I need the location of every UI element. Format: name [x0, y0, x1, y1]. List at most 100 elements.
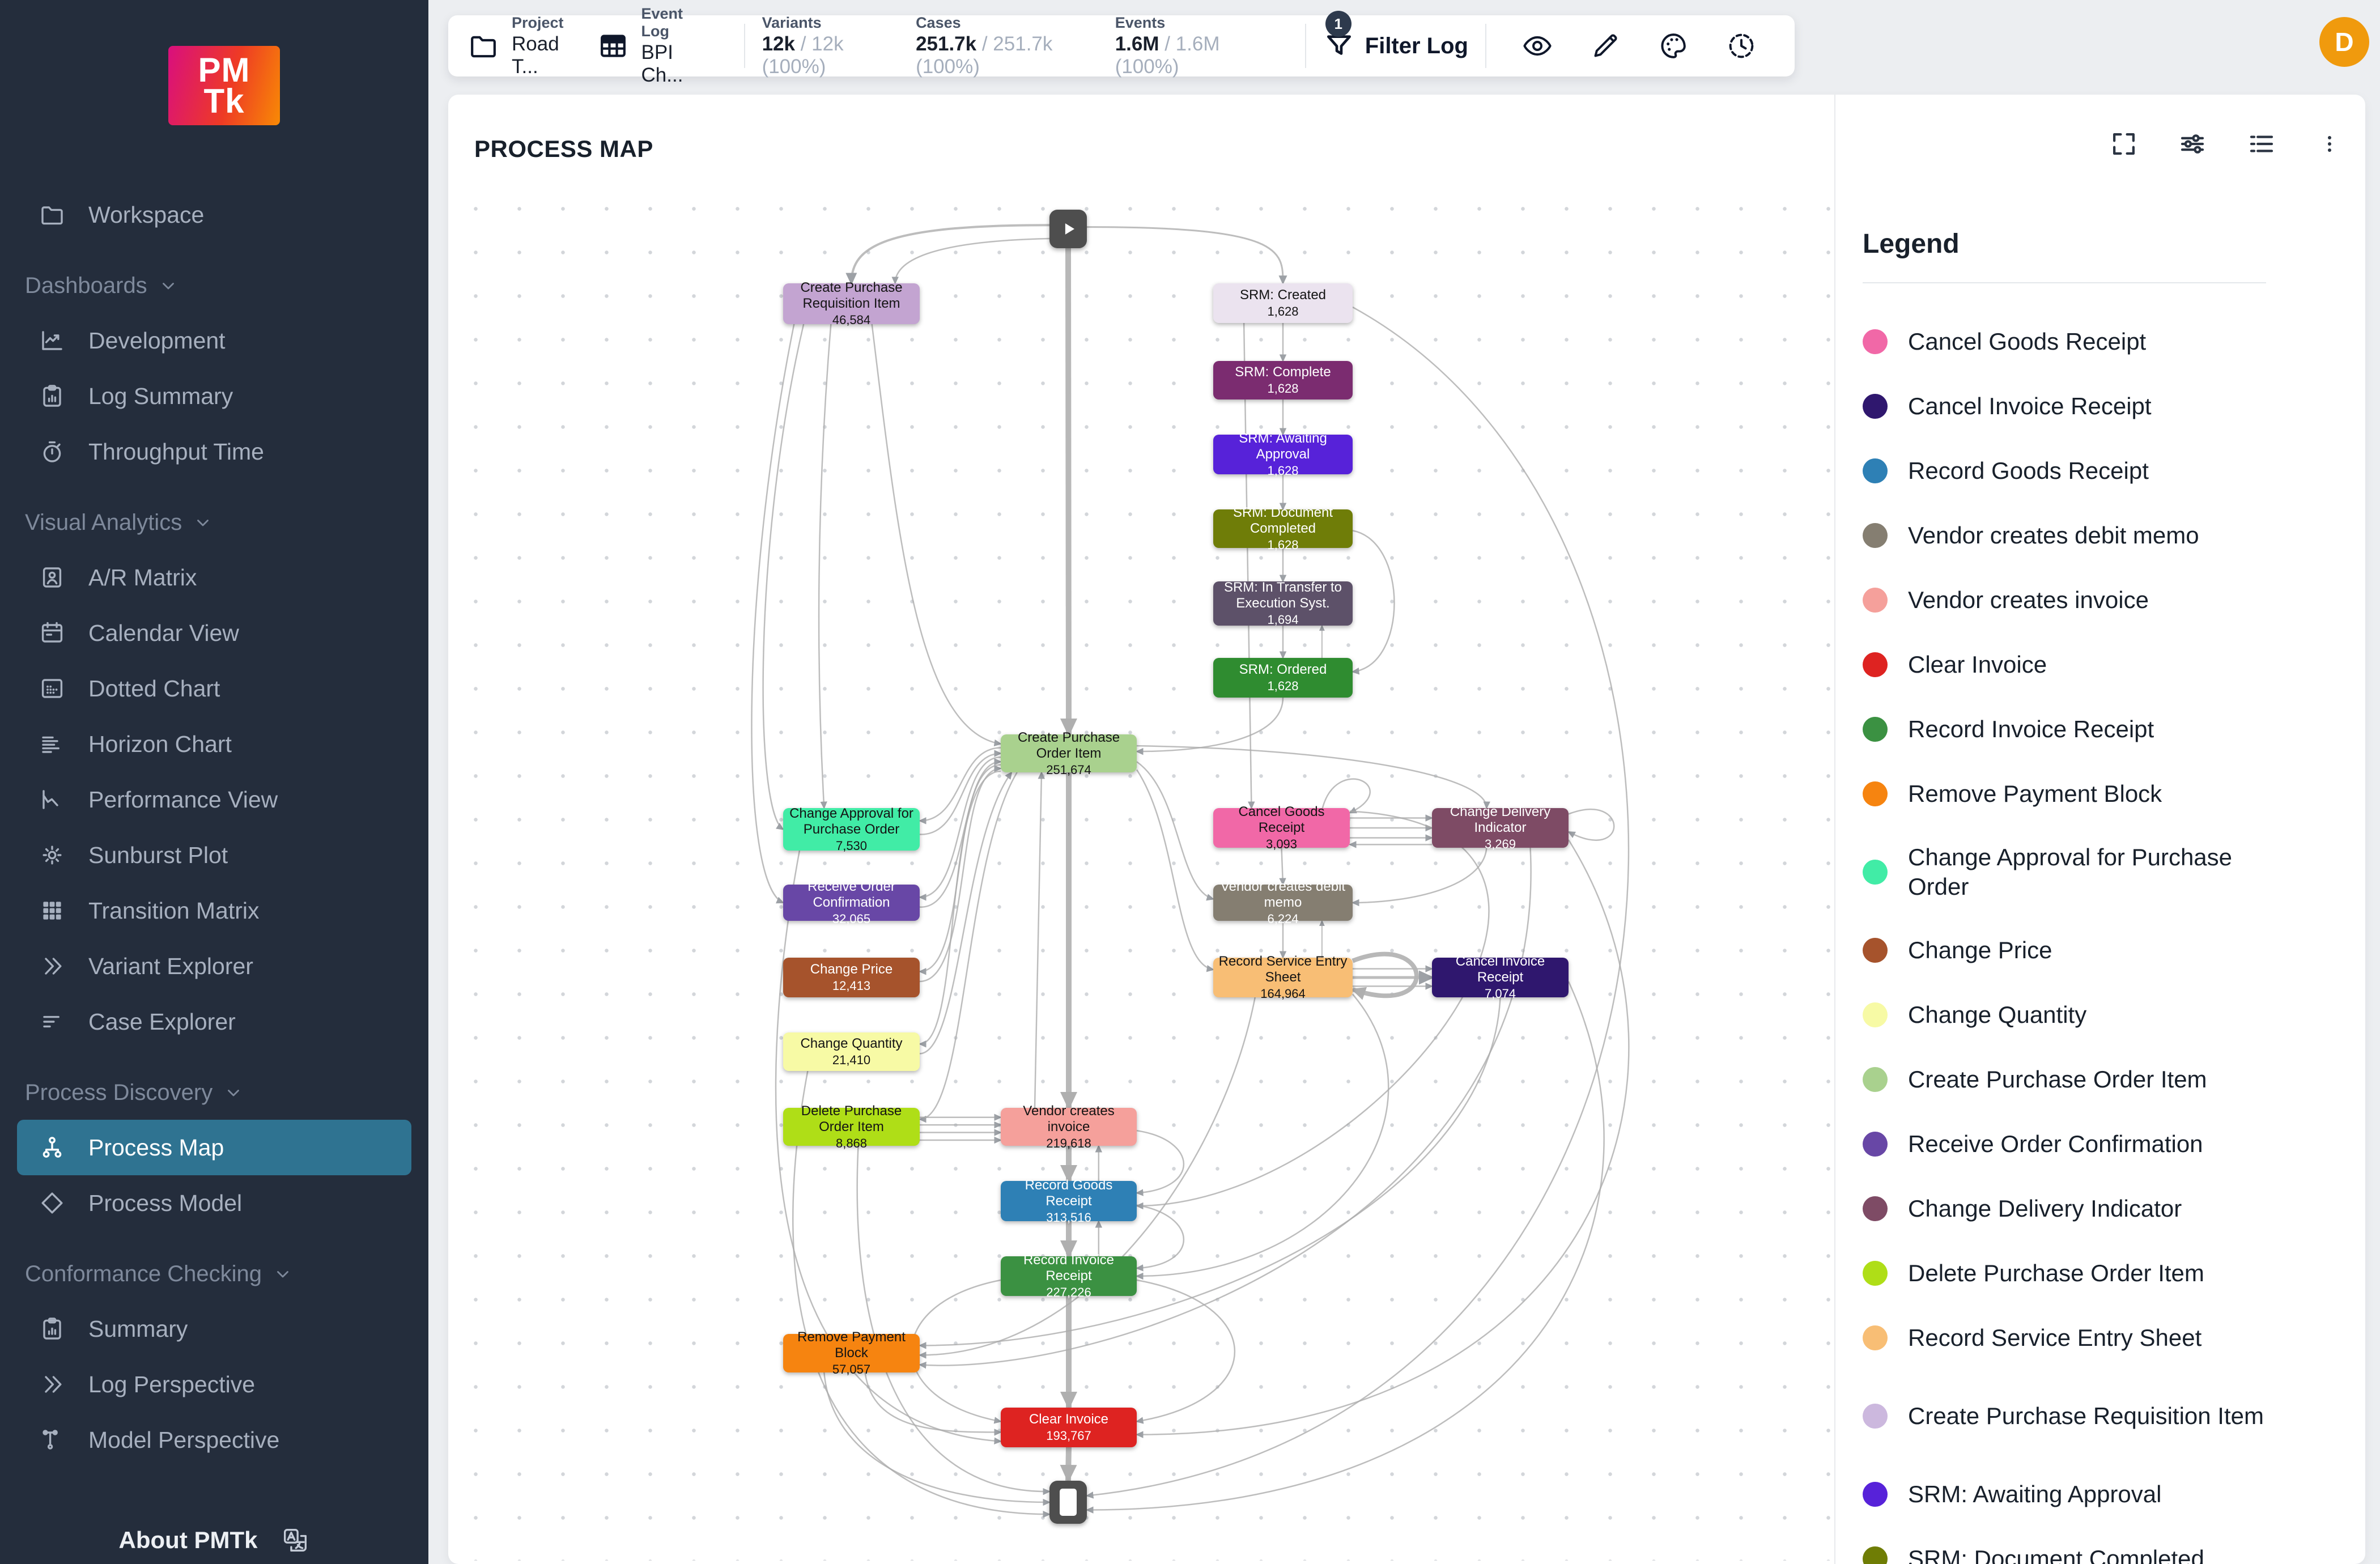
- node-label: Record Service Entry Sheet: [1218, 954, 1348, 985]
- legend-item-srm-document-completed[interactable]: SRM: Document Completed: [1863, 1527, 2348, 1564]
- node-count: 219,618: [1046, 1136, 1091, 1150]
- legend-item-record-service-entry-sheet[interactable]: Record Service Entry Sheet: [1863, 1306, 2348, 1370]
- legend-item-srm-awaiting-approval[interactable]: SRM: Awaiting Approval: [1863, 1462, 2348, 1527]
- list-button[interactable]: [2246, 129, 2277, 159]
- about-pmtk[interactable]: About PMTk: [0, 1523, 428, 1557]
- sidebar-item-sunburst-plot[interactable]: Sunburst Plot: [17, 827, 411, 883]
- event-log-selector[interactable]: Event Log BPI Ch...: [597, 5, 702, 87]
- palette-button[interactable]: [1658, 30, 1689, 62]
- sidebar-item-dotted-chart[interactable]: Dotted Chart: [17, 661, 411, 716]
- sidebar-item-development[interactable]: Development: [17, 313, 411, 368]
- legend-item-delete-purchase-order-item[interactable]: Delete Purchase Order Item: [1863, 1241, 2348, 1306]
- more-options-button[interactable]: [2318, 129, 2341, 159]
- sidebar-item-variant-explorer[interactable]: Variant Explorer: [17, 938, 411, 994]
- start-node[interactable]: [1049, 210, 1087, 248]
- legend-item-record-goods-receipt[interactable]: Record Goods Receipt: [1863, 439, 2348, 503]
- legend-swatch: [1863, 1546, 1888, 1564]
- user-avatar[interactable]: D: [2319, 17, 2369, 67]
- pmtk-logo[interactable]: PM Tk: [168, 46, 280, 125]
- legend-item-create-purchase-requisition-item[interactable]: Create Purchase Requisition Item: [1863, 1370, 2348, 1462]
- legend-item-cancel-invoice-receipt[interactable]: Cancel Invoice Receipt: [1863, 374, 2348, 439]
- legend-item-change-approval-for-purchase-order[interactable]: Change Approval for Purchase Order: [1863, 826, 2348, 918]
- project-label: Project: [512, 14, 564, 31]
- fullscreen-button[interactable]: [2109, 129, 2139, 159]
- sidebar-item-calendar-view[interactable]: Calendar View: [17, 605, 411, 661]
- legend-item-change-price[interactable]: Change Price: [1863, 918, 2348, 983]
- legend-item-remove-payment-block[interactable]: Remove Payment Block: [1863, 762, 2348, 826]
- section-header-visual-analytics[interactable]: Visual Analytics: [0, 495, 428, 550]
- sidebar-item-case-explorer[interactable]: Case Explorer: [17, 994, 411, 1049]
- clock-button[interactable]: [1726, 30, 1757, 62]
- translate-icon[interactable]: [281, 1526, 309, 1554]
- project-selector[interactable]: Project Road T...: [468, 14, 572, 78]
- sidebar-item-throughput-time[interactable]: Throughput Time: [17, 424, 411, 479]
- eye-button[interactable]: [1522, 30, 1553, 62]
- legend-item-change-delivery-indicator[interactable]: Change Delivery Indicator: [1863, 1176, 2348, 1241]
- node-label: SRM: Document Completed: [1232, 505, 1333, 537]
- section-header-conformance-checking[interactable]: Conformance Checking: [0, 1247, 428, 1301]
- node-count: 1,694: [1267, 613, 1299, 627]
- legend-item-record-invoice-receipt[interactable]: Record Invoice Receipt: [1863, 697, 2348, 762]
- sidebar-item-a-r-matrix[interactable]: A/R Matrix: [17, 550, 411, 605]
- dotted-chart-icon: [39, 675, 66, 702]
- legend-item-change-quantity[interactable]: Change Quantity: [1863, 983, 2348, 1047]
- sidebar-item-model-perspective[interactable]: Model Perspective: [17, 1412, 411, 1468]
- id-card-icon: [39, 564, 66, 591]
- sidebar-item-log-perspective[interactable]: Log Perspective: [17, 1357, 411, 1412]
- section-header-process-discovery[interactable]: Process Discovery: [0, 1065, 428, 1120]
- legend-swatch: [1863, 1404, 1888, 1429]
- sidebar-item-horizon-chart[interactable]: Horizon Chart: [17, 716, 411, 772]
- legend-item-cancel-goods-receipt[interactable]: Cancel Goods Receipt: [1863, 309, 2348, 374]
- legend-item-clear-invoice[interactable]: Clear Invoice: [1863, 632, 2348, 697]
- section-header-dashboards[interactable]: Dashboards: [0, 258, 428, 313]
- case-lines-icon: [39, 1008, 66, 1035]
- legend-label: Change Quantity: [1908, 1001, 2087, 1028]
- sidebar-item-process-model[interactable]: Process Model: [17, 1175, 411, 1231]
- legend-item-create-purchase-order-item[interactable]: Create Purchase Order Item: [1863, 1047, 2348, 1112]
- legend-item-vendor-creates-invoice[interactable]: Vendor creates invoice: [1863, 568, 2348, 632]
- end-node[interactable]: [1049, 1481, 1087, 1524]
- legend-item-vendor-creates-debit-memo[interactable]: Vendor creates debit memo: [1863, 503, 2348, 568]
- sidebar-item-performance-view[interactable]: Performance View: [17, 772, 411, 827]
- sidebar-item-summary[interactable]: Summary: [17, 1301, 411, 1357]
- pencil-button[interactable]: [1590, 30, 1621, 62]
- legend-label: Record Service Entry Sheet: [1908, 1324, 2202, 1351]
- sidebar-item-label: Variant Explorer: [88, 953, 253, 979]
- settings-button[interactable]: [2177, 129, 2208, 159]
- node-label: SRM: Ordered: [1239, 662, 1327, 678]
- sidebar-item-label: Case Explorer: [88, 1008, 236, 1035]
- legend-item-receive-order-confirmation[interactable]: Receive Order Confirmation: [1863, 1112, 2348, 1176]
- sidebar-item-process-map[interactable]: Process Map: [17, 1120, 411, 1175]
- sidebar-item-workspace[interactable]: Workspace: [17, 187, 411, 243]
- legend-divider: [1863, 282, 2266, 283]
- stat-label: Cases: [916, 14, 961, 31]
- node-srm-in-transfer-to-execution-syst[interactable]: SRM: In Transfer to Execution Syst.1,694: [1213, 580, 1353, 627]
- legend-label: Vendor creates invoice: [1908, 586, 2149, 613]
- filter-log-button[interactable]: 1 Filter Log: [1323, 11, 1468, 62]
- node-count: 227,226: [1046, 1285, 1091, 1300]
- sidebar-item-transition-matrix[interactable]: Transition Matrix: [17, 883, 411, 938]
- sidebar-item-log-summary[interactable]: Log Summary: [17, 368, 411, 424]
